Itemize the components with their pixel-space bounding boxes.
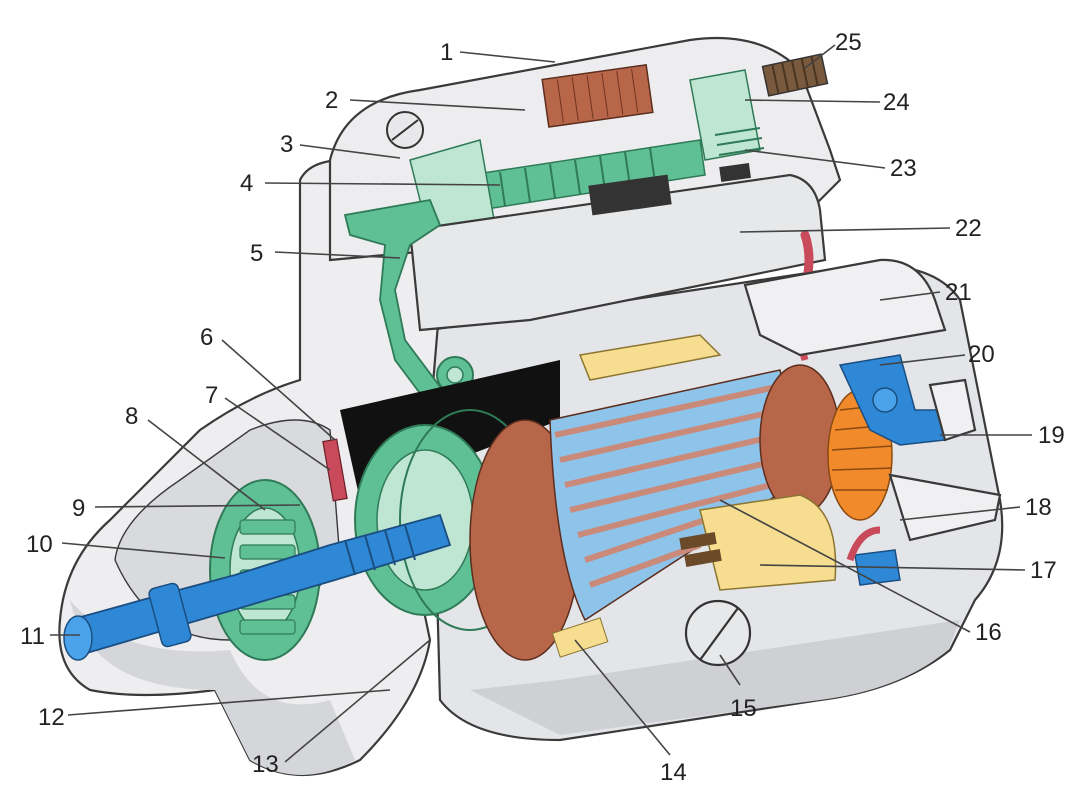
solenoid-coil bbox=[541, 64, 654, 128]
callout-16: 16 bbox=[975, 619, 1002, 646]
callout-10: 10 bbox=[26, 531, 53, 558]
callout-18: 18 bbox=[1025, 494, 1052, 521]
callout-15: 15 bbox=[730, 695, 757, 722]
callout-24: 24 bbox=[883, 89, 910, 116]
callout-14: 14 bbox=[660, 759, 687, 786]
solenoid bbox=[328, 36, 842, 262]
callout-13: 13 bbox=[252, 751, 279, 778]
callout-21: 21 bbox=[945, 279, 972, 306]
callout-numbers: 1 2 3 4 5 6 7 8 9 10 11 12 13 14 15 16 1… bbox=[20, 29, 1065, 786]
callout-22: 22 bbox=[955, 215, 982, 242]
end-cap bbox=[743, 258, 1002, 542]
callout-17: 17 bbox=[1030, 557, 1057, 584]
bushing bbox=[322, 438, 348, 502]
callout-5: 5 bbox=[250, 240, 263, 267]
callout-11: 11 bbox=[20, 623, 45, 650]
callout-4: 4 bbox=[240, 170, 253, 197]
through-bolt bbox=[684, 599, 752, 667]
callout-8: 8 bbox=[125, 403, 138, 430]
armature bbox=[469, 364, 841, 661]
callout-9: 9 bbox=[72, 495, 85, 522]
leader-lines bbox=[50, 44, 1032, 763]
callout-12: 12 bbox=[38, 704, 65, 731]
callout-3: 3 bbox=[280, 131, 293, 158]
callout-25: 25 bbox=[835, 29, 862, 56]
callout-19: 19 bbox=[1038, 422, 1065, 449]
callout-1: 1 bbox=[440, 39, 453, 66]
callout-6: 6 bbox=[200, 324, 213, 351]
callout-20: 20 bbox=[968, 341, 995, 368]
callout-7: 7 bbox=[205, 382, 218, 409]
callout-23: 23 bbox=[890, 155, 917, 182]
callout-2: 2 bbox=[325, 87, 338, 114]
drive-shaft bbox=[63, 513, 452, 661]
